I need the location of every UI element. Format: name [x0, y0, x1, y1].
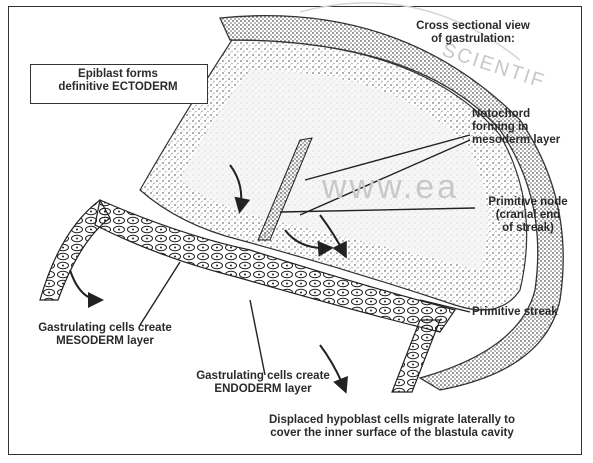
label-hypoblast: Displaced hypoblast cells migrate latera…	[212, 414, 572, 440]
label-primitive-streak: Primitive streak	[472, 306, 582, 319]
watermark-web-text: www.ea	[322, 168, 459, 207]
left-flap	[40, 200, 110, 300]
label-notochord: Notochord forming in mesoderm layer	[472, 108, 582, 147]
flow-arrow	[70, 270, 100, 300]
label-mesoderm: Gastrulating cells create MESODERM layer	[10, 322, 200, 348]
label-endoderm: Gastrulating cells create ENDODERM layer	[168, 370, 358, 396]
leader-endoderm	[250, 300, 265, 375]
label-primitive-node: Primitive node (cranial end of streak)	[478, 196, 578, 235]
label-cross-section: Cross sectional view of gastrulation:	[398, 20, 548, 46]
leader-mesoderm	[140, 262, 180, 325]
label-epiblast: Epiblast forms definitive ECTODERM	[38, 68, 198, 94]
